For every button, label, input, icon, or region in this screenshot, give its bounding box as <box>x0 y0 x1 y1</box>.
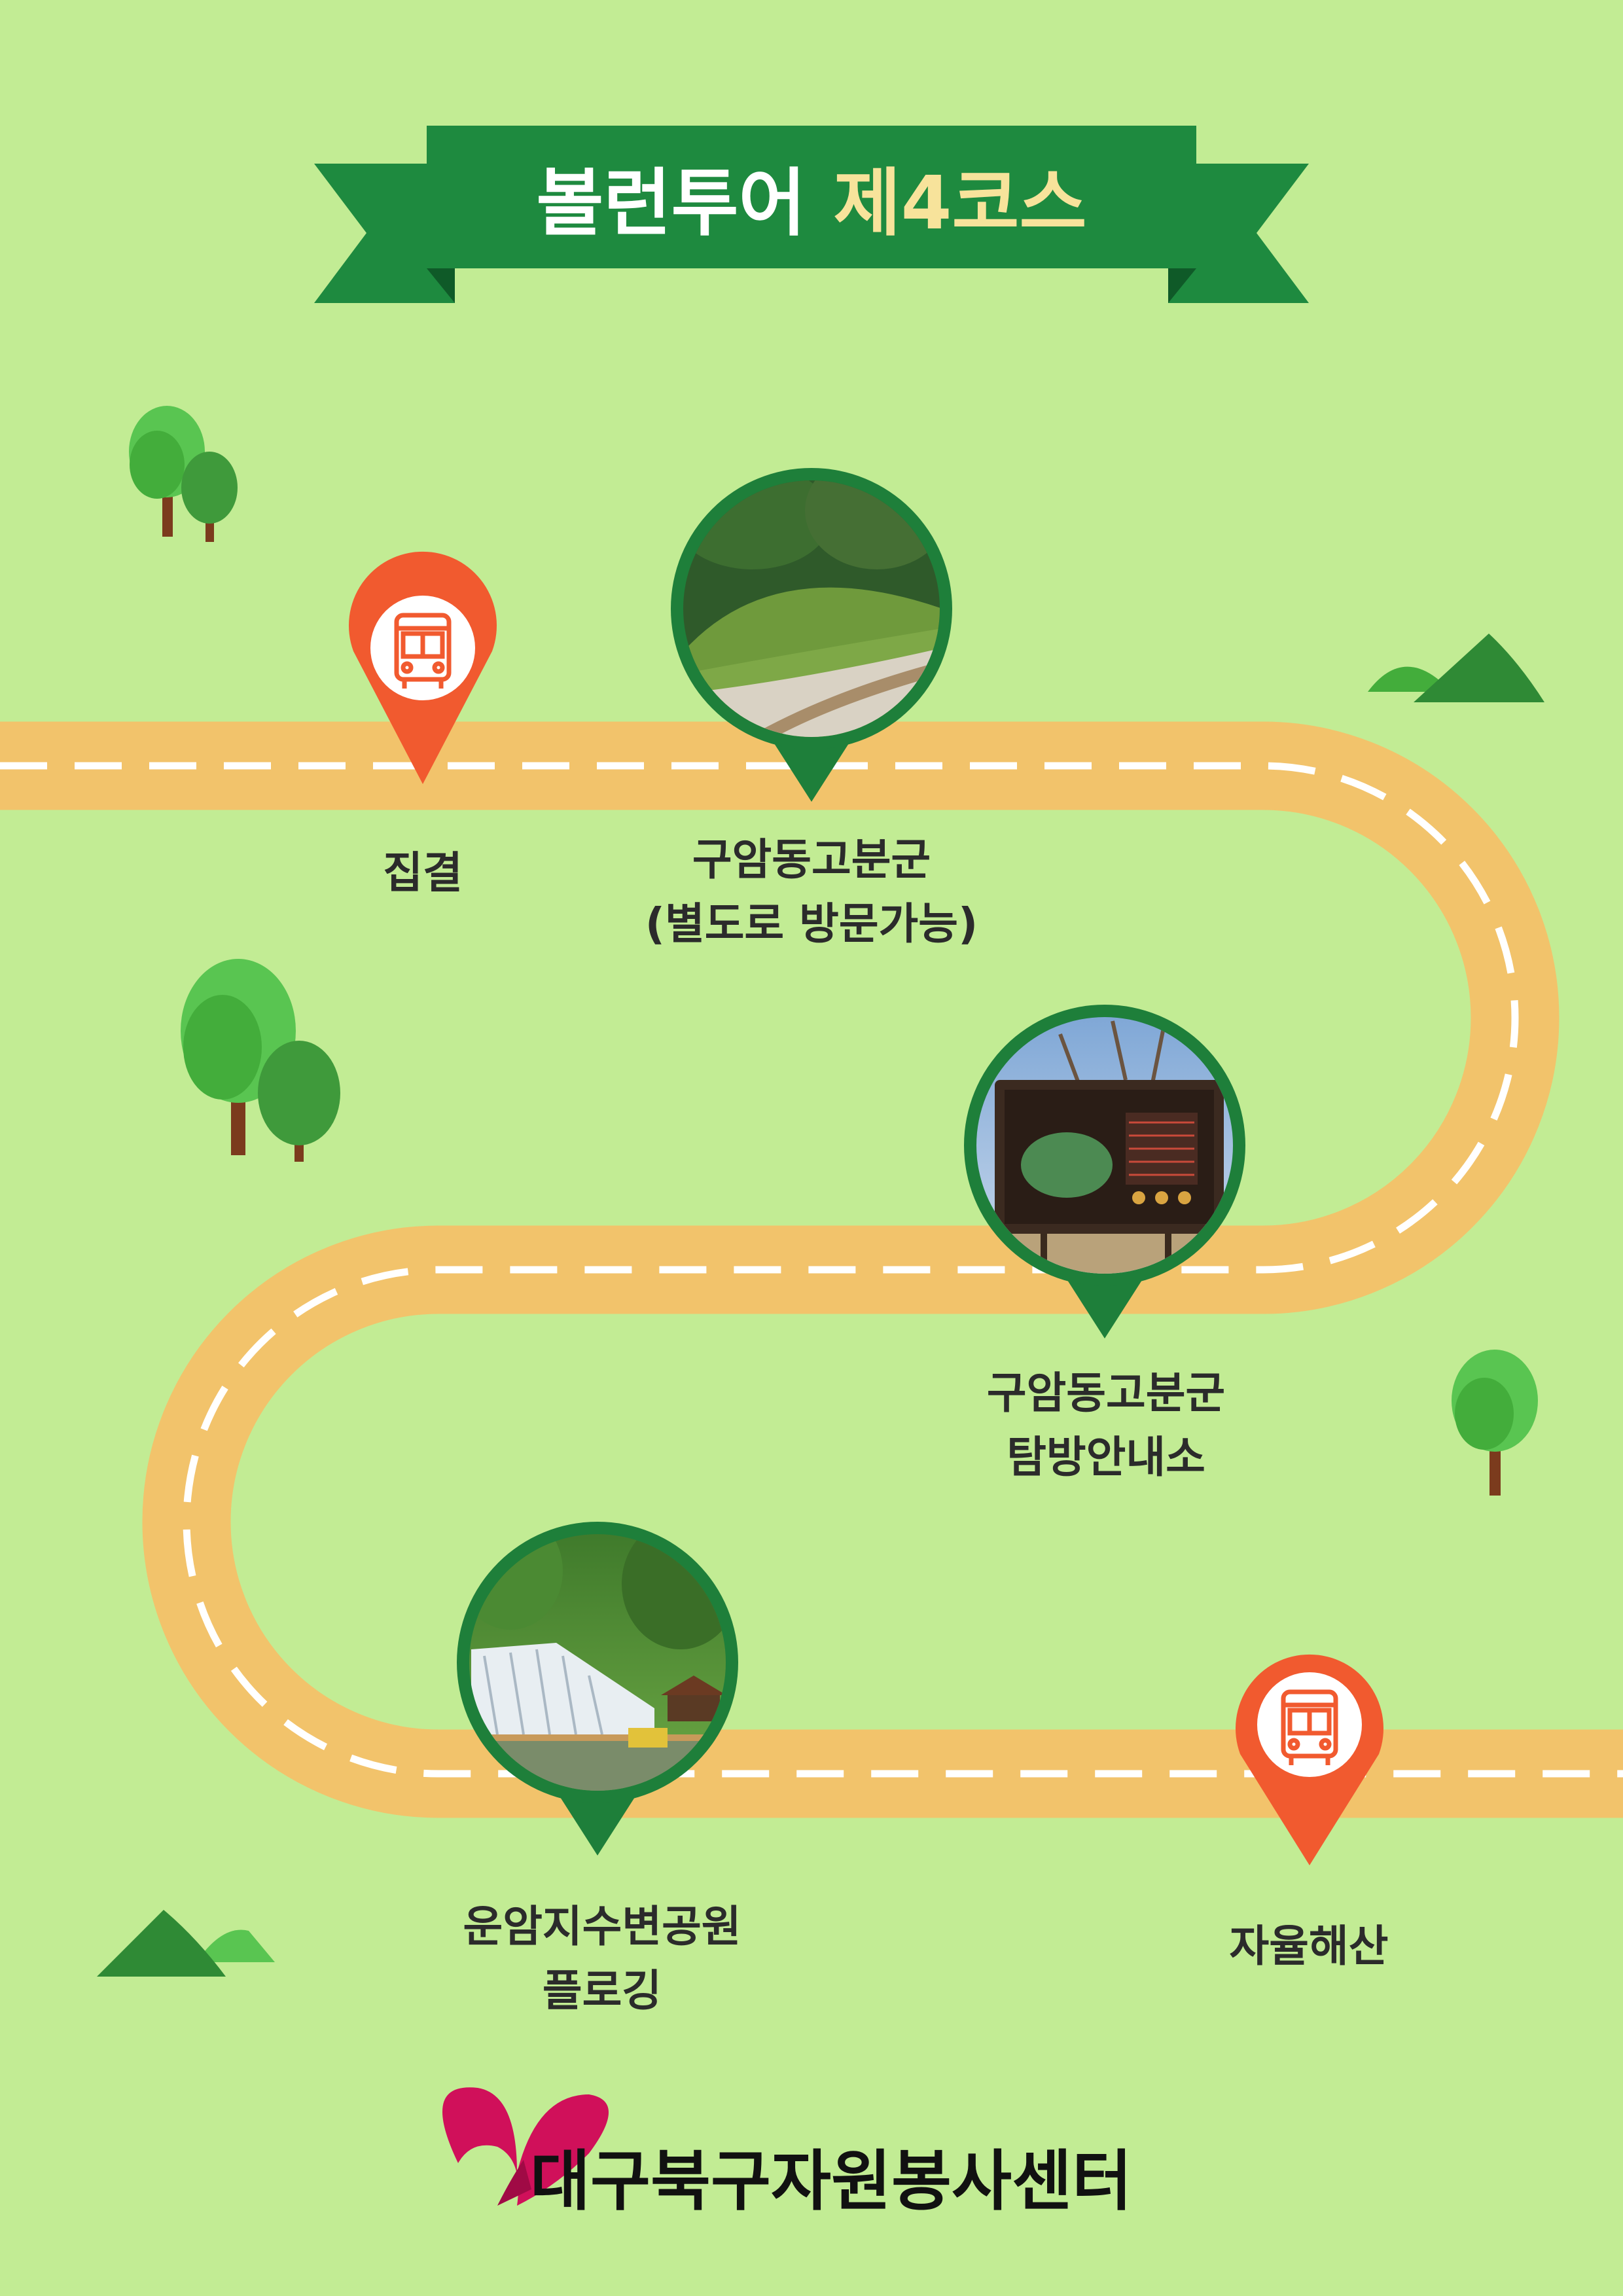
photo-pin-guam-tombs <box>671 468 952 802</box>
banner-tail-right <box>1168 164 1309 303</box>
stop-label-dismissal: 자율해산 <box>1229 1921 1389 1971</box>
hill-icon <box>1368 634 1544 702</box>
tree-icon <box>181 959 340 1162</box>
title-course: 제4코스 <box>833 161 1087 246</box>
stop-label-guam-tombs: 구암동고분군 (별도로 방문가능) <box>645 834 978 949</box>
tumulus-photo <box>683 480 940 737</box>
bus-icon <box>1281 1689 1338 1765</box>
photo-pin-unam-park <box>457 1522 738 1856</box>
bus-pin-assembly <box>349 551 497 784</box>
stop-label-guam-guide: 구암동고분군 탐방안내소 <box>986 1368 1226 1482</box>
banner-body <box>427 126 1196 268</box>
stop-label-unam-park: 운암지수변공원 플로깅 <box>463 1901 741 2016</box>
tree-icon <box>1452 1350 1538 1496</box>
road <box>0 721 1623 1818</box>
bus-pin-dismissal <box>1236 1654 1383 1865</box>
road-dashes <box>0 762 1623 1778</box>
page-title: 볼런투어 제4코스 <box>427 126 1196 268</box>
title-main: 볼런투어 <box>536 161 806 246</box>
volunteer-center-logo-icon <box>442 2087 609 2206</box>
waterfall-photo <box>469 1534 726 1791</box>
tree-icon <box>129 406 238 542</box>
banner-fold-right <box>1168 268 1196 303</box>
org-name: 대구북구자원봉사센터 <box>530 2143 1132 2219</box>
banner-fold-left <box>427 268 455 303</box>
bus-icon <box>394 613 452 689</box>
title-banner <box>314 126 1309 303</box>
hill-icon <box>97 1910 275 1977</box>
photo-pin-guam-guide <box>964 1005 1245 1338</box>
banner-tail-left <box>314 164 455 303</box>
stop-label-assembly: 집결 <box>383 848 463 898</box>
